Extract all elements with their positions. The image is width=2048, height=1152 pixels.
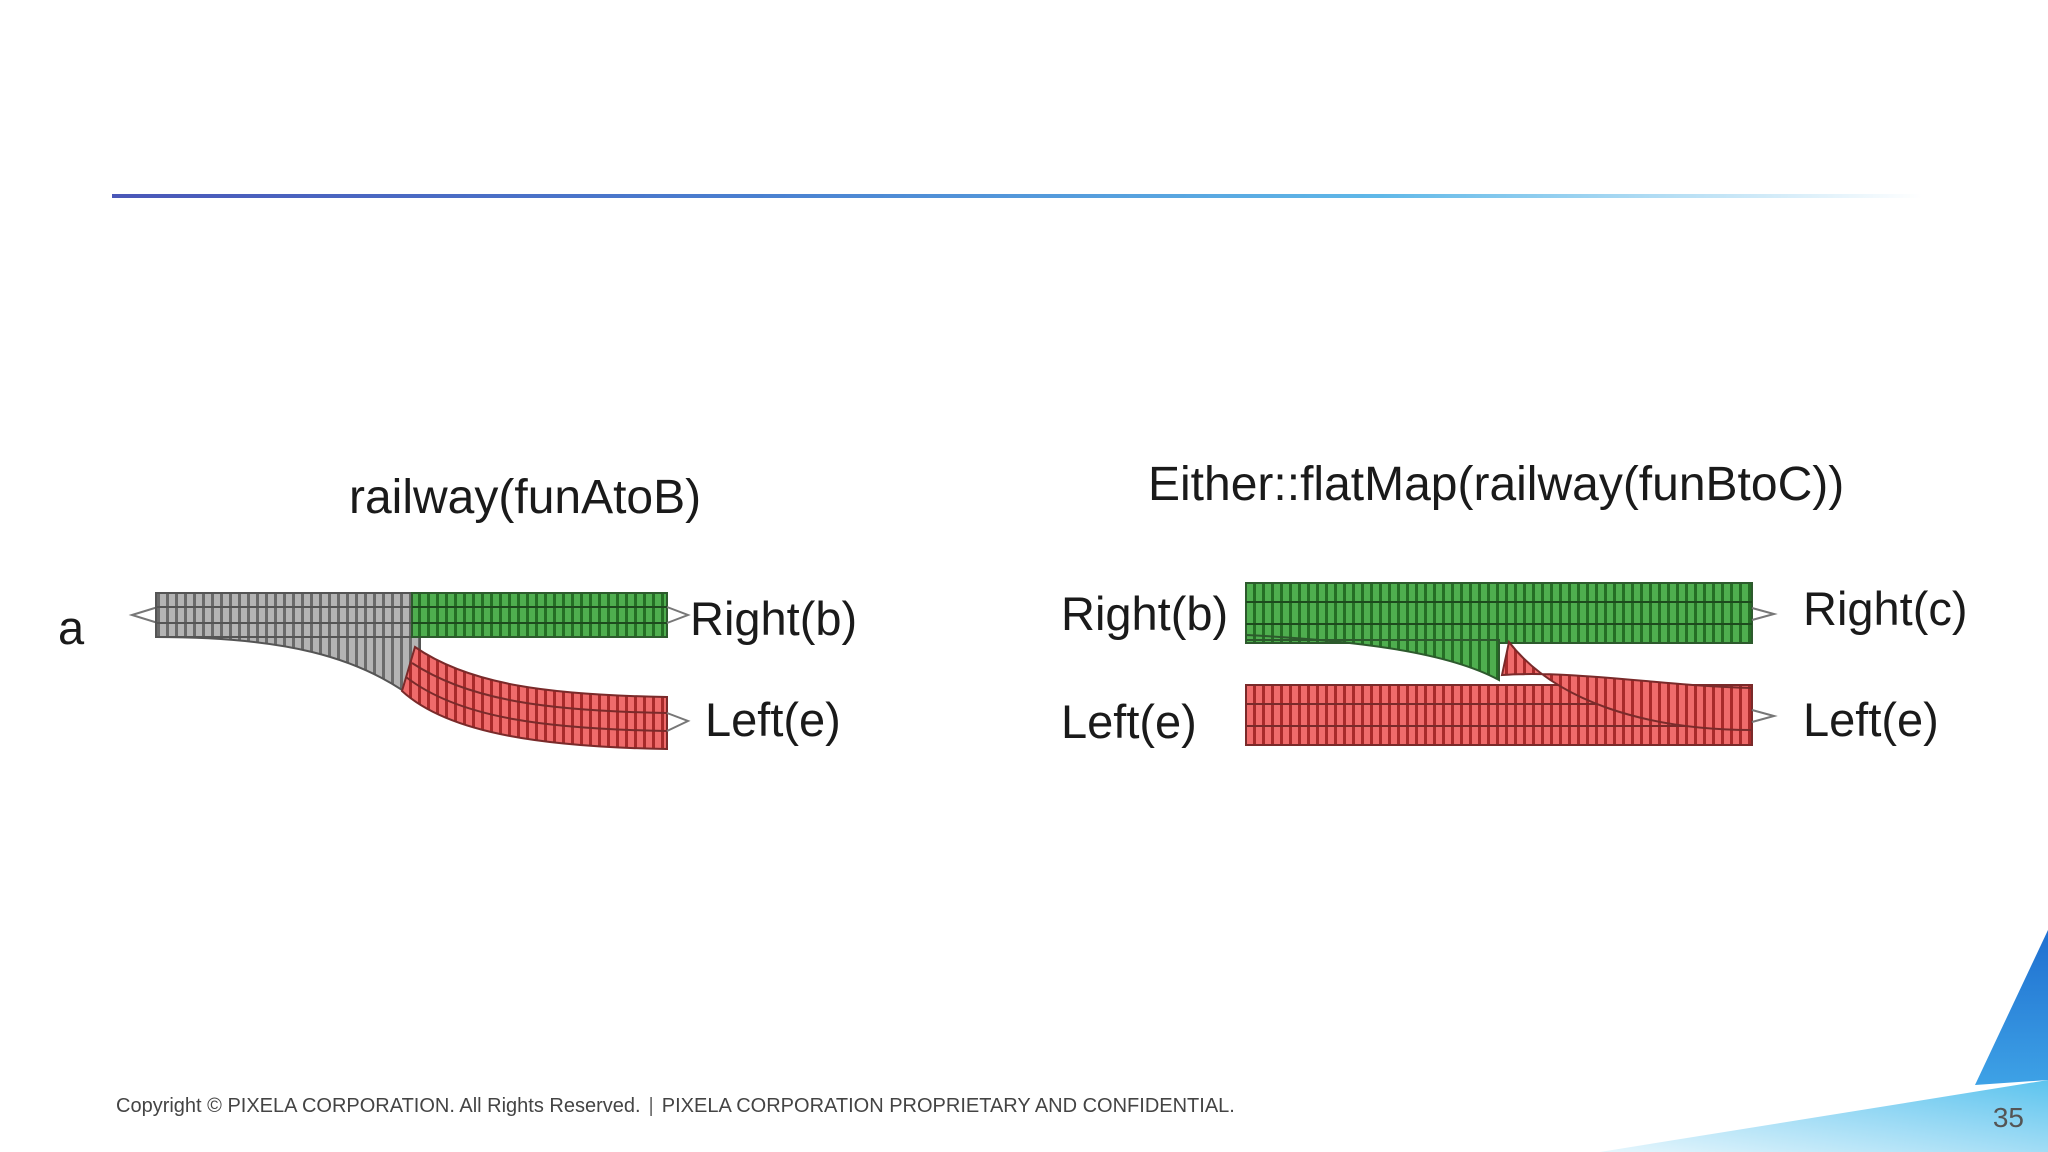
page-number: 35 <box>1992 1102 2024 1133</box>
left-output-left-label: Left(e) <box>705 693 841 746</box>
green-track-right <box>411 592 668 638</box>
entry-arrow-icon <box>128 605 159 625</box>
green-track-top <box>1245 582 1753 644</box>
two-track-flatmap <box>1245 582 1778 746</box>
copyright-text: Copyright © PIXELA CORPORATION. All Righ… <box>116 1095 641 1117</box>
right-output-right-label: Right(c) <box>1803 582 1968 635</box>
input-label-a: a <box>58 601 85 654</box>
right-diagram-caption: Either::flatMap(railway(funBtoC)) <box>1148 458 1845 511</box>
left-output-right-label: Right(b) <box>690 592 858 645</box>
switch-track-funAtoB <box>128 592 691 751</box>
footer-separator: | <box>648 1095 654 1117</box>
right-input-left-label: Left(e) <box>1061 695 1197 748</box>
right-output-left-label: Left(e) <box>1803 693 1939 746</box>
exit-arrow-icon <box>1751 607 1778 621</box>
green-track-diverge <box>1245 633 1500 682</box>
confidential-text: PIXELA CORPORATION PROPRIETARY AND CONFI… <box>661 1095 1235 1117</box>
red-track-left <box>400 645 668 751</box>
title-divider <box>112 194 1922 198</box>
exit-arrow-icon <box>666 606 691 624</box>
exit-arrow-icon <box>1751 709 1778 723</box>
red-track-diverge <box>1500 639 1753 732</box>
left-diagram-caption: railway(funAtoB) <box>349 471 702 524</box>
right-input-right-label: Right(b) <box>1061 587 1229 640</box>
exit-arrow-icon <box>666 712 691 732</box>
gray-track-branch <box>155 636 421 706</box>
footer: Copyright © PIXELA CORPORATION. All Righ… <box>116 1095 1235 1118</box>
